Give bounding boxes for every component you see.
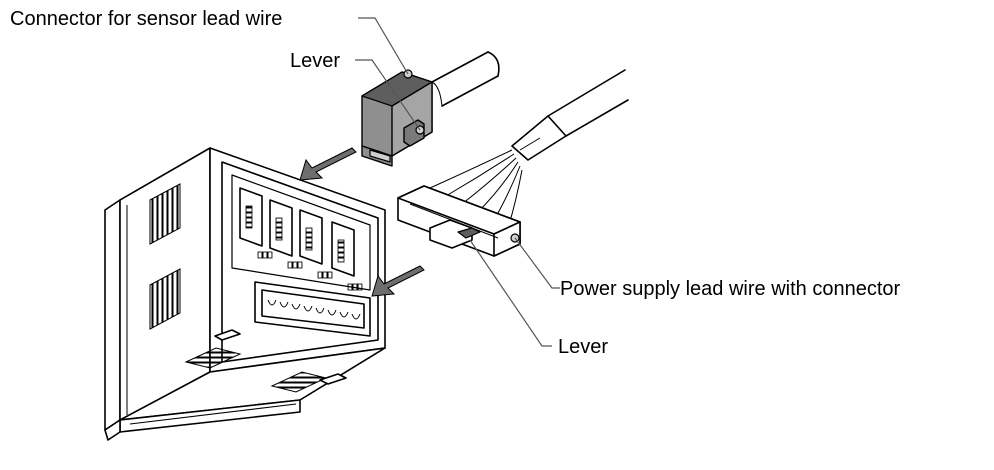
leader-lever-top — [355, 59, 421, 131]
power-connector — [397, 69, 629, 257]
insert-arrow-power — [371, 265, 425, 297]
leader-power-connector — [514, 237, 560, 289]
label-lever-top: Lever — [290, 50, 340, 72]
sensor-connector — [361, 51, 500, 167]
label-lever-bottom: Lever — [558, 336, 608, 358]
sensor-terminal-block — [239, 187, 363, 291]
leader-lever-bottom — [469, 239, 552, 347]
leader-sensor-connector — [358, 17, 409, 75]
controller-unit — [104, 147, 386, 441]
label-sensor-connector: Connector for sensor lead wire — [10, 8, 282, 30]
insert-arrow-sensor — [299, 147, 357, 181]
power-terminal-block — [254, 281, 371, 337]
label-power-connector: Power supply lead wire with connector — [560, 278, 901, 300]
